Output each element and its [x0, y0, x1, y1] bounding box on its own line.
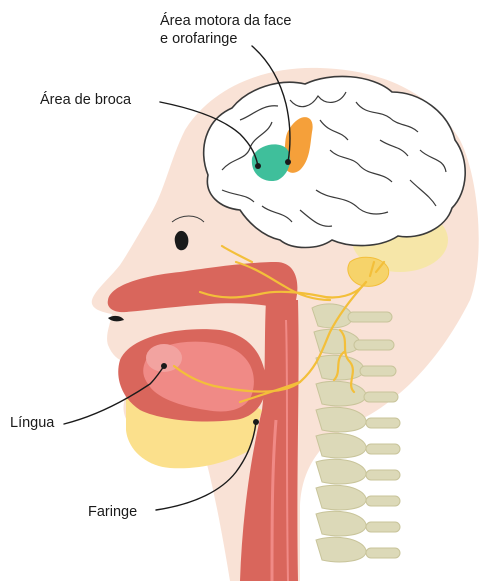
leader-pharynx-dot: [253, 419, 259, 425]
label-broca-area: Área de broca: [40, 91, 131, 109]
leader-motor-dot: [285, 159, 291, 165]
nerve-ganglion: [348, 257, 389, 286]
leader-broca-dot: [255, 163, 261, 169]
label-motor-area-line2: e orofaringe: [160, 30, 237, 48]
leader-tongue-dot: [161, 363, 167, 369]
label-pharynx: Faringe: [88, 503, 137, 521]
label-motor-area-line1: Área motora da face: [160, 12, 291, 30]
label-tongue: Língua: [10, 414, 54, 432]
